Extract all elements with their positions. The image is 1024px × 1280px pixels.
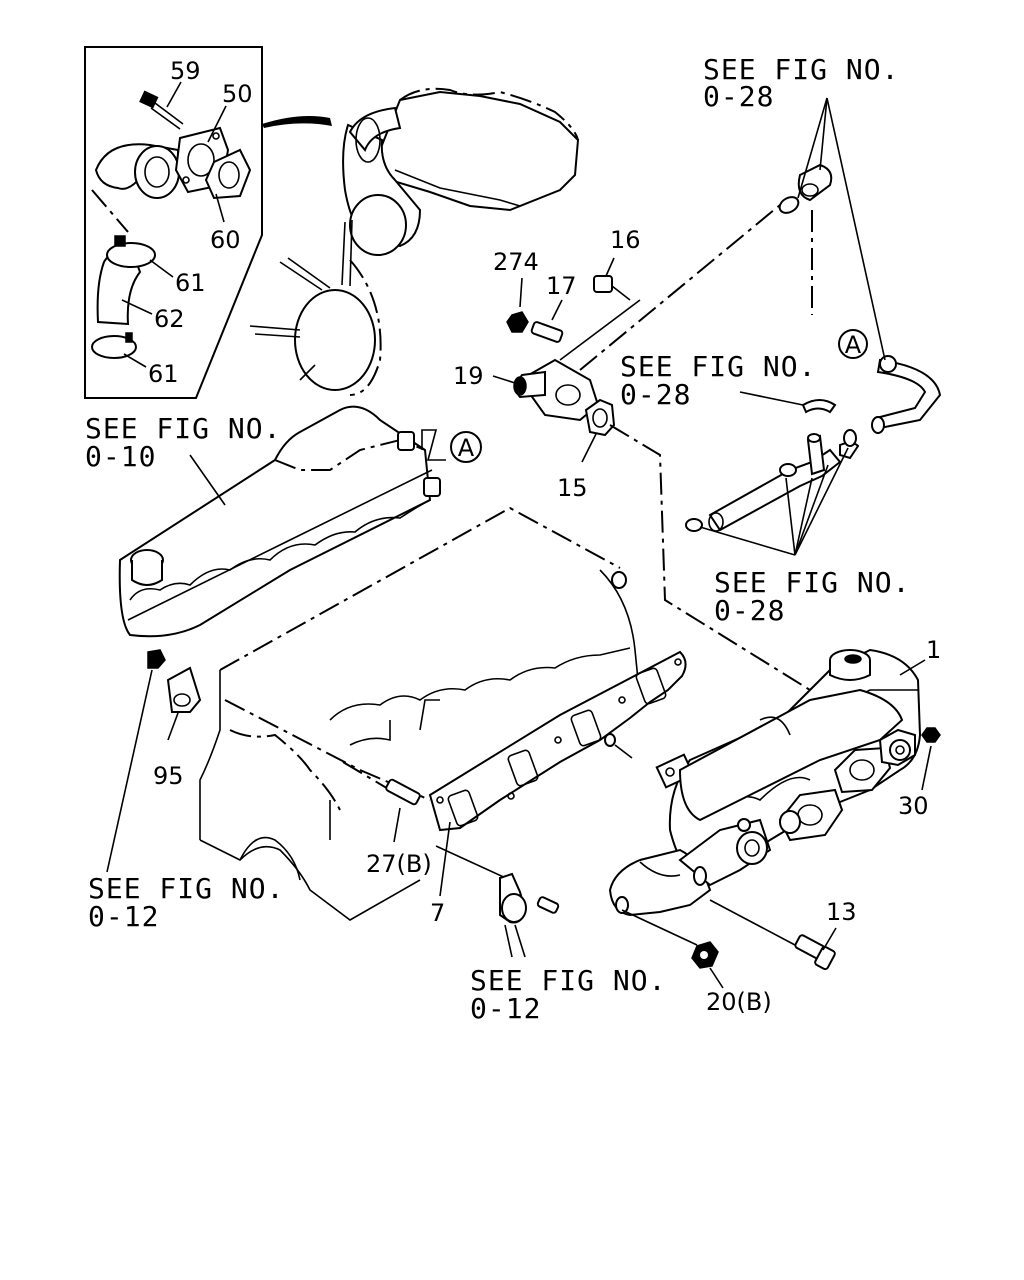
nut-30 <box>889 727 941 791</box>
see-fig-number: 0-10 <box>85 440 156 473</box>
svg-text:A: A <box>845 331 862 359</box>
see-fig-label: SEE FIG NO. <box>470 964 666 997</box>
see-fig-number: 0-28 <box>703 80 774 113</box>
callout-50: 50 <box>222 80 253 108</box>
see-fig-right-hoses: SEE FIG NO. 0-28 <box>714 566 910 627</box>
see-fig-label: SEE FIG NO. <box>620 350 816 383</box>
air-duct-assembly <box>342 87 580 256</box>
cooling-fan <box>249 219 382 396</box>
see-fig-bottom: SEE FIG NO. 0-12 <box>470 964 666 1025</box>
callout-61-upper: 61 <box>175 269 206 297</box>
callout-1: 1 <box>926 636 941 664</box>
stud-27b <box>342 761 421 843</box>
bolt-13 <box>709 899 837 971</box>
callout-20b: 20(B) <box>706 988 772 1016</box>
part-callouts: 59 50 60 61 62 61 16 274 17 19 15 1 30 9… <box>148 57 941 1016</box>
see-fig-label: SEE FIG NO. <box>88 872 284 905</box>
see-fig-middle: SEE FIG NO. 0-28 <box>620 350 816 411</box>
callout-13: 13 <box>826 898 857 926</box>
nut-20b <box>621 909 724 989</box>
cylinder-head-block <box>199 506 641 921</box>
callout-274: 274 <box>493 248 539 276</box>
callout-17: 17 <box>546 272 577 300</box>
see-fig-number: 0-28 <box>620 378 691 411</box>
callout-27b: 27(B) <box>366 850 432 878</box>
coolant-hoses <box>685 163 942 556</box>
see-fig-number: 0-28 <box>714 594 785 627</box>
ref-circle-a-top: A <box>838 329 868 359</box>
valve-cover <box>118 405 446 638</box>
exhaust-manifold-gasket <box>428 650 687 832</box>
see-fig-top-right: SEE FIG NO. 0-28 <box>703 53 899 113</box>
see-fig-label: SEE FIG NO. <box>714 566 910 599</box>
bracket-0-12 <box>435 845 560 958</box>
inset-detail <box>84 46 263 399</box>
leader-gasket <box>439 821 451 897</box>
callout-62: 62 <box>154 305 185 333</box>
see-fig-label: SEE FIG NO. <box>85 412 281 445</box>
callout-7: 7 <box>430 899 445 927</box>
see-fig-lower-left: SEE FIG NO. 0-12 <box>88 872 284 933</box>
callout-60: 60 <box>210 226 241 254</box>
callout-19: 19 <box>453 362 484 390</box>
see-fig-valve-cover: SEE FIG NO. 0-10 <box>85 412 281 473</box>
callout-61-lower: 61 <box>148 360 179 388</box>
leader-valve-cover <box>189 454 226 506</box>
svg-text:A: A <box>458 434 475 462</box>
ref-circle-a-cover: A <box>450 431 482 463</box>
callout-59: 59 <box>170 57 201 85</box>
callout-95: 95 <box>153 762 184 790</box>
callout-16: 16 <box>610 226 641 254</box>
see-fig-label: SEE FIG NO. <box>703 53 899 86</box>
callout-15: 15 <box>557 474 588 502</box>
water-outlet <box>492 199 811 691</box>
callout-30: 30 <box>898 792 929 820</box>
inset-pointer <box>262 116 332 128</box>
see-fig-number: 0-12 <box>88 900 159 933</box>
see-fig-number: 0-12 <box>470 992 541 1025</box>
leaders-top-right <box>797 97 886 361</box>
leader-manifold <box>899 659 926 676</box>
bracket-95 <box>106 649 202 873</box>
